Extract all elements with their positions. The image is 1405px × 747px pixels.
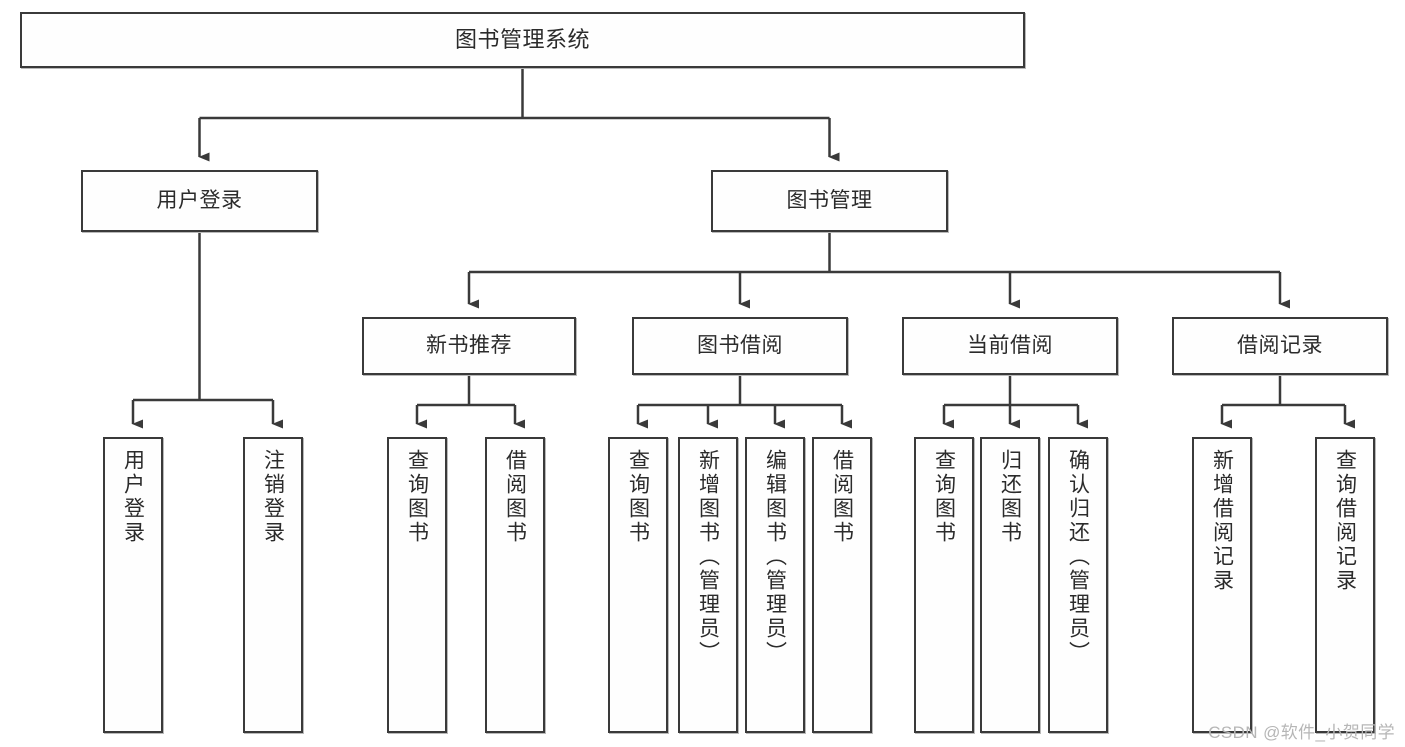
node-current-borrow[interactable]: 当前借阅 bbox=[902, 317, 1118, 375]
node-label: 借阅图书 bbox=[503, 449, 527, 545]
node-root[interactable]: 图书管理系统 bbox=[20, 12, 1025, 68]
node-label: 编辑图书（管理员） bbox=[763, 449, 787, 665]
node-label: 注销登录 bbox=[261, 449, 285, 545]
node-label: 新增图书（管理员） bbox=[696, 449, 720, 665]
node-label: 用户登录 bbox=[121, 449, 145, 545]
node-leaf-borrow-book-rec[interactable]: 借阅图书 bbox=[485, 437, 545, 733]
node-label: 新书推荐 bbox=[426, 333, 512, 357]
node-book-borrow[interactable]: 图书借阅 bbox=[632, 317, 848, 375]
node-leaf-logout[interactable]: 注销登录 bbox=[243, 437, 303, 733]
node-label: 用户登录 bbox=[156, 188, 243, 212]
node-label: 图书管理 bbox=[786, 188, 873, 212]
node-leaf-query-book-rec[interactable]: 查询图书 bbox=[387, 437, 447, 733]
node-leaf-query-record[interactable]: 查询借阅记录 bbox=[1315, 437, 1375, 733]
node-label: 借阅记录 bbox=[1237, 333, 1323, 357]
node-label: 归还图书 bbox=[998, 449, 1022, 545]
node-leaf-return-book[interactable]: 归还图书 bbox=[980, 437, 1040, 733]
node-label: 新增借阅记录 bbox=[1210, 449, 1234, 593]
node-label: 查询图书 bbox=[626, 449, 650, 545]
node-book-manage[interactable]: 图书管理 bbox=[711, 170, 948, 232]
node-user-login[interactable]: 用户登录 bbox=[81, 170, 318, 232]
node-leaf-borrow-book[interactable]: 借阅图书 bbox=[812, 437, 872, 733]
node-label: 查询借阅记录 bbox=[1333, 449, 1357, 593]
node-leaf-edit-book[interactable]: 编辑图书（管理员） bbox=[745, 437, 805, 733]
node-leaf-user-login[interactable]: 用户登录 bbox=[103, 437, 163, 733]
node-leaf-query-book-cur[interactable]: 查询图书 bbox=[914, 437, 974, 733]
node-label: 查询图书 bbox=[405, 449, 429, 545]
node-label: 当前借阅 bbox=[967, 333, 1053, 357]
node-label: 查询图书 bbox=[932, 449, 956, 545]
node-borrow-record[interactable]: 借阅记录 bbox=[1172, 317, 1388, 375]
node-leaf-add-record[interactable]: 新增借阅记录 bbox=[1192, 437, 1252, 733]
watermark: CSDN @软件_小贺同学 bbox=[1208, 723, 1395, 742]
node-label: 图书借阅 bbox=[697, 333, 783, 357]
node-label: 借阅图书 bbox=[830, 449, 854, 545]
node-leaf-query-book[interactable]: 查询图书 bbox=[608, 437, 668, 733]
node-new-book-rec[interactable]: 新书推荐 bbox=[362, 317, 576, 375]
node-label: 确认归还（管理员） bbox=[1066, 449, 1090, 665]
node-leaf-confirm-return[interactable]: 确认归还（管理员） bbox=[1048, 437, 1108, 733]
node-leaf-add-book[interactable]: 新增图书（管理员） bbox=[678, 437, 738, 733]
node-label: 图书管理系统 bbox=[454, 27, 590, 53]
